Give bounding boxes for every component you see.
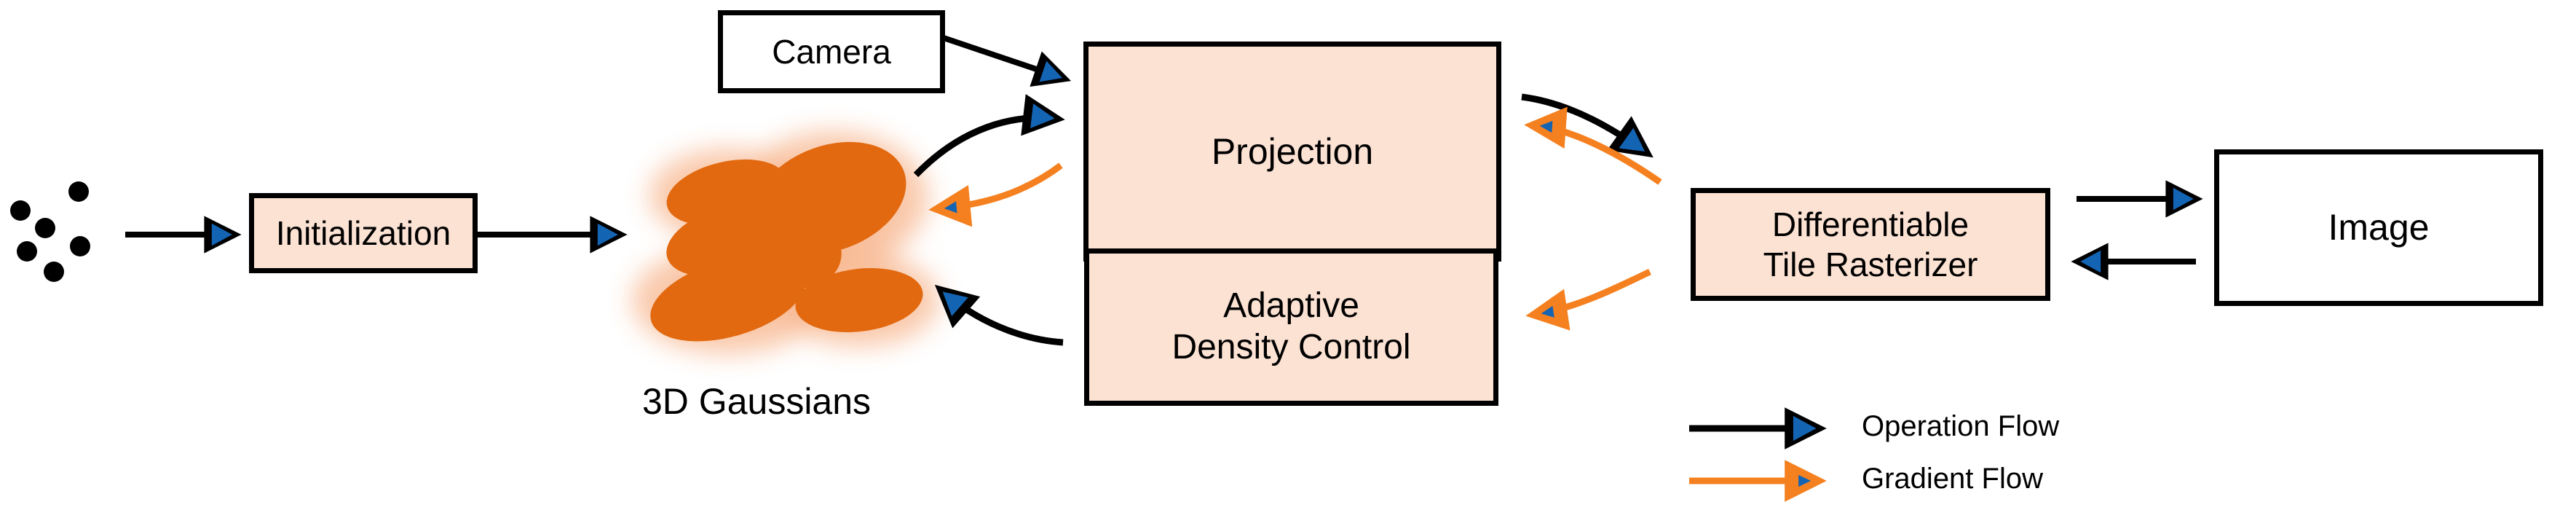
edge-projection-to-rasterizer [1521,93,1654,158]
node-rasterizer-label-line1: Differentiable [1771,205,1969,244]
node-initialization-label: Initialization [275,213,451,252]
point-cloud-dot [10,200,31,221]
point-cloud-dot [17,241,37,262]
point-cloud-dot [35,218,55,238]
node-adaptive-density-control-label: Adaptive Density Control [1172,286,1410,368]
gaussian-ellipse [795,267,923,333]
node-adaptive-density-control[interactable]: Adaptive Density Control [1084,248,1498,406]
node-differentiable-tile-rasterizer-label: Differentiable Tile Rasterizer [1763,205,1978,284]
node-differentiable-tile-rasterizer[interactable]: Differentiable Tile Rasterizer [1691,188,2050,301]
node-adc-label-line2: Density Control [1172,328,1411,366]
edge-projection-to-gaussians-gradient [928,162,1063,227]
point-cloud-dot [68,181,89,202]
node-image-label: Image [2328,207,2430,248]
edge-rasterizer-to-projection-gradient [1524,106,1662,185]
legend-label-operation-flow: Operation Flow [1862,410,2060,442]
node-projection[interactable]: Projection [1083,42,1501,262]
3d-gaussians [650,141,923,342]
legend-label-gradient-flow: Gradient Flow [1862,463,2043,495]
edge-gaussians-to-projection [913,94,1065,178]
caption-3d-gaussians: 3D Gaussians [642,381,872,422]
point-cloud-dot [44,262,64,282]
node-camera-label: Camera [772,32,891,71]
node-projection-label: Projection [1211,130,1374,172]
node-rasterizer-label-line2: Tile Rasterizer [1763,245,1978,283]
node-adc-label-line1: Adaptive [1223,286,1359,326]
point-cloud-dot [70,236,90,256]
edge-adc-to-gaussians [934,284,1064,346]
edge-rasterizer-to-adc-gradient [1525,268,1651,331]
point-cloud [10,181,90,282]
gaussian-ellipse [650,256,806,342]
node-image[interactable]: Image [2214,149,2543,306]
node-camera[interactable]: Camera [718,10,945,93]
legend [1689,407,1827,502]
edge-camera-to-projection [942,35,1072,87]
node-initialization[interactable]: Initialization [249,193,478,273]
